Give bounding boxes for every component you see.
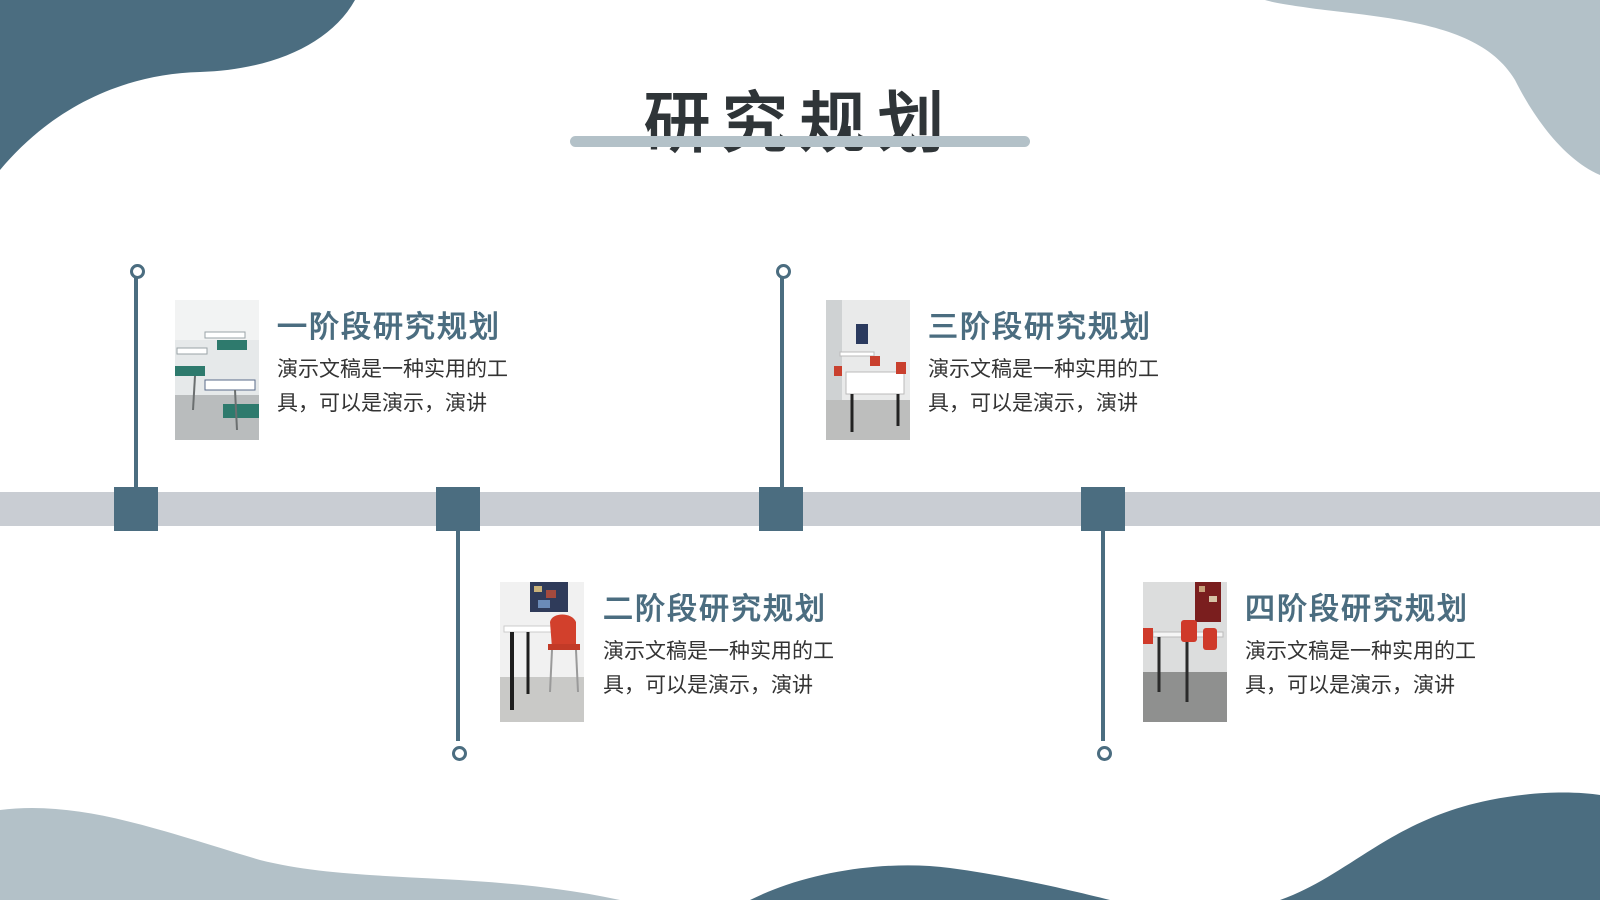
stage-2-stem [456,531,460,741]
stage-1-stem [134,276,138,488]
stage-3-stem [780,276,784,488]
stage-4-node [1081,487,1125,531]
bottom-left-blob [0,808,620,900]
stage-2-photo [500,582,584,722]
stage-4-dot [1097,746,1112,761]
stage-2-dot [452,746,467,761]
stage-1-dot [130,264,145,279]
stage-3-description: 演示文稿是一种实用的工具，可以是演示，演讲 [928,357,1159,415]
title-underline [570,136,1030,147]
stage-2-node [436,487,480,531]
page-title: 研究规划 [644,85,956,162]
stage-3-node [759,487,803,531]
top-left-blob [0,0,355,170]
bottom-center-blob [750,865,1110,900]
stage-1-description: 演示文稿是一种实用的工具，可以是演示，演讲 [277,357,508,415]
stage-4-photo [1143,582,1227,722]
stage-1-node [114,487,158,531]
stage-4-title: 四阶段研究规划 [1245,592,1469,627]
stage-1-photo [175,300,259,440]
stage-4-stem [1101,531,1105,741]
stage-3-title: 三阶段研究规划 [928,310,1152,345]
top-right-blob [1265,0,1600,175]
stage-2-description: 演示文稿是一种实用的工具，可以是演示，演讲 [603,639,834,697]
stage-2-title: 二阶段研究规划 [603,592,827,627]
bottom-right-blob [1280,792,1600,900]
stage-1-title: 一阶段研究规划 [277,310,501,345]
stage-4-description: 演示文稿是一种实用的工具，可以是演示，演讲 [1245,639,1476,697]
stage-3-photo [826,300,910,440]
stage-3-dot [776,264,791,279]
